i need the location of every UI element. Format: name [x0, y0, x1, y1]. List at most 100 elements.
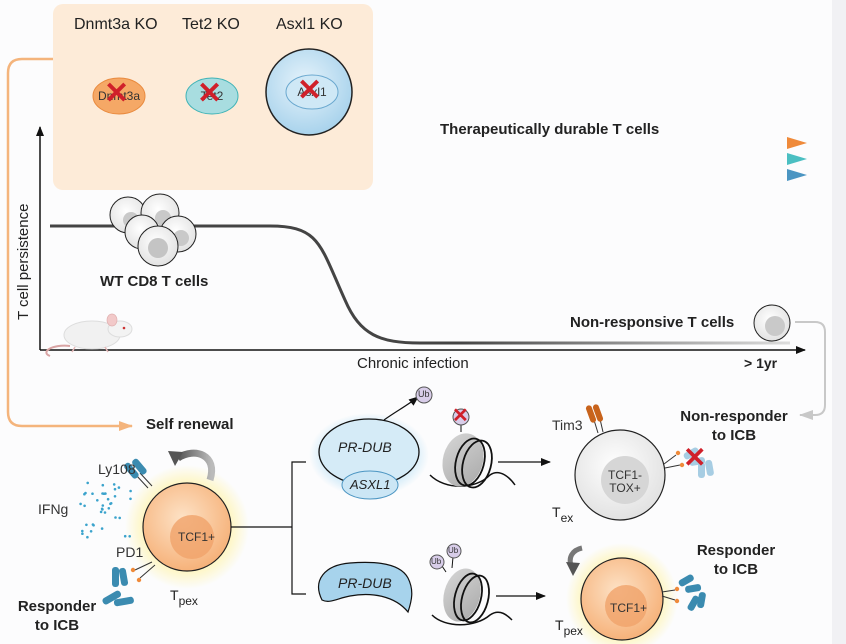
nucleosome-top: [429, 408, 516, 489]
right-margin-strip: [832, 0, 846, 644]
tet2-nucleus: [185, 77, 239, 115]
dnmt3a-nucleus: [92, 77, 146, 115]
ifng-dot: [86, 535, 89, 539]
ub-label-bottom-2: Ub: [448, 546, 459, 555]
self-renewal-arrow: [176, 449, 216, 482]
knockout-x-icon-dnmt3a: ✕: [104, 77, 130, 110]
durable-arrows: [130, 137, 807, 181]
knockout-x-icon-asxl1: ✕: [297, 74, 323, 107]
nucleus-label-dnmt3a: Dnmt3a: [97, 89, 141, 103]
non-responder-line2: to ICB: [711, 427, 757, 444]
ifng-dot: [113, 487, 117, 491]
pd1-receptor-right: [661, 586, 680, 604]
tex-nucleus-line1: TCF1-: [608, 468, 642, 482]
non-responsive-label: Non-responsive T cells: [570, 314, 735, 331]
prdub-asxl1-complex: [309, 413, 429, 500]
tex-label: Tex: [552, 504, 573, 524]
removed-ub-x-icon: ✕: [452, 405, 469, 427]
nucleus-label-asxl1: Asxl1: [297, 85, 327, 99]
tpex-label-right: Tpex: [555, 617, 583, 637]
ly108-receptor: [124, 458, 153, 489]
ifng-dot: [99, 510, 103, 514]
ifng-label: IFNg: [38, 501, 69, 517]
prdub-label-top: PR-DUB: [338, 439, 392, 455]
ifng-dot: [118, 516, 121, 520]
left-orange-bracket: [6, 57, 133, 431]
tex-nucleus-line2: TOX+: [609, 481, 641, 495]
ifng-dot: [101, 504, 105, 507]
gray-connector-arrow: [795, 321, 826, 420]
ifng-dot: [100, 527, 104, 530]
responder-right-line1: Responder: [696, 542, 776, 559]
tex-nucleus-label: TCF1-TOX+: [603, 469, 647, 495]
self-renewal-arrowhead: [168, 451, 183, 466]
ifng-dot: [89, 530, 93, 533]
ifng-dot: [103, 511, 107, 514]
branch-bracket: [291, 461, 306, 595]
prdub-label-bottom: PR-DUB: [338, 575, 392, 591]
ifng-dot: [84, 491, 87, 495]
ifng-dot: [128, 535, 131, 538]
ifng-dot: [107, 507, 111, 510]
pd1-label: PD1: [116, 544, 144, 560]
arrowhead-orange: [787, 137, 807, 149]
ifng-dot: [81, 532, 84, 535]
ifng-dot: [123, 534, 127, 538]
nucleosome-bottom: [429, 543, 513, 626]
ifng-dot: [96, 499, 99, 502]
antibody-blocked: [683, 447, 714, 478]
tpex-sub: pex: [178, 594, 198, 608]
ub-release-arrow: [383, 396, 419, 421]
responder-right-label: Responder to ICB: [693, 541, 779, 579]
ifng-dot: [113, 495, 117, 498]
responder-right-line2: to ICB: [713, 561, 759, 578]
asxl1-label: ASXL1: [350, 477, 391, 492]
self-renewal-label: Self renewal: [146, 416, 234, 433]
ifng-dot: [112, 483, 116, 486]
tex-main: T: [552, 504, 561, 520]
tpex-cell-right: [566, 543, 678, 644]
non-responder-line1: Non-responder: [680, 408, 788, 425]
durable-label: Therapeutically durable T cells: [440, 121, 660, 138]
ko-label-dnmt3a: Dnmt3a KO: [74, 16, 158, 33]
ifng-dots: [79, 481, 132, 539]
nucleus-label-tet2: Tet2: [200, 89, 224, 103]
ifng-dot: [101, 483, 105, 487]
pd1-receptor: [130, 561, 156, 583]
knockout-x-icon-tet2: ✕: [197, 77, 223, 110]
ifng-dot: [83, 504, 86, 508]
ifng-dot: [81, 529, 84, 533]
antibody-right: [678, 574, 706, 611]
tpex2-main: T: [555, 617, 564, 633]
tpex2-sub: pex: [563, 624, 583, 638]
asxl1-cell: [265, 48, 353, 136]
ifng-dot: [79, 502, 82, 506]
ifng-dot: [117, 486, 121, 489]
ifng-dot: [129, 497, 132, 501]
ly108-label: Ly108: [98, 461, 136, 477]
ifng-dot: [109, 502, 113, 505]
ifng-dot: [100, 507, 104, 511]
responder-left-line1: Responder: [17, 598, 97, 615]
ifng-dot: [85, 523, 88, 527]
wt-persistence-curve: [50, 224, 790, 345]
ko-label-asxl1: Asxl1 KO: [276, 16, 343, 33]
ko-label-tet2: Tet2 KO: [182, 16, 240, 33]
ifng-dot: [91, 523, 95, 526]
tcf1-plus-label-left: TCF1+: [178, 530, 216, 544]
ifng-dot: [129, 489, 132, 493]
prdub-without-asxl1: [318, 561, 413, 614]
ub-label-bottom-1: Ub: [431, 557, 442, 566]
tim3-label: Tim3: [552, 417, 583, 433]
ifng-dot: [106, 497, 110, 501]
tex-sub: ex: [560, 511, 574, 525]
tex-cell: [574, 429, 666, 521]
mouse-icon: [45, 313, 133, 357]
ifng-dot: [102, 492, 106, 496]
arrowhead-blue: [787, 169, 807, 181]
pd1-receptor-tex: [663, 450, 685, 469]
non-responsive-cell: [753, 304, 791, 342]
self-renewal-arrowhead-right: [566, 562, 580, 576]
wt-cd8-cell-cluster: [109, 193, 197, 267]
